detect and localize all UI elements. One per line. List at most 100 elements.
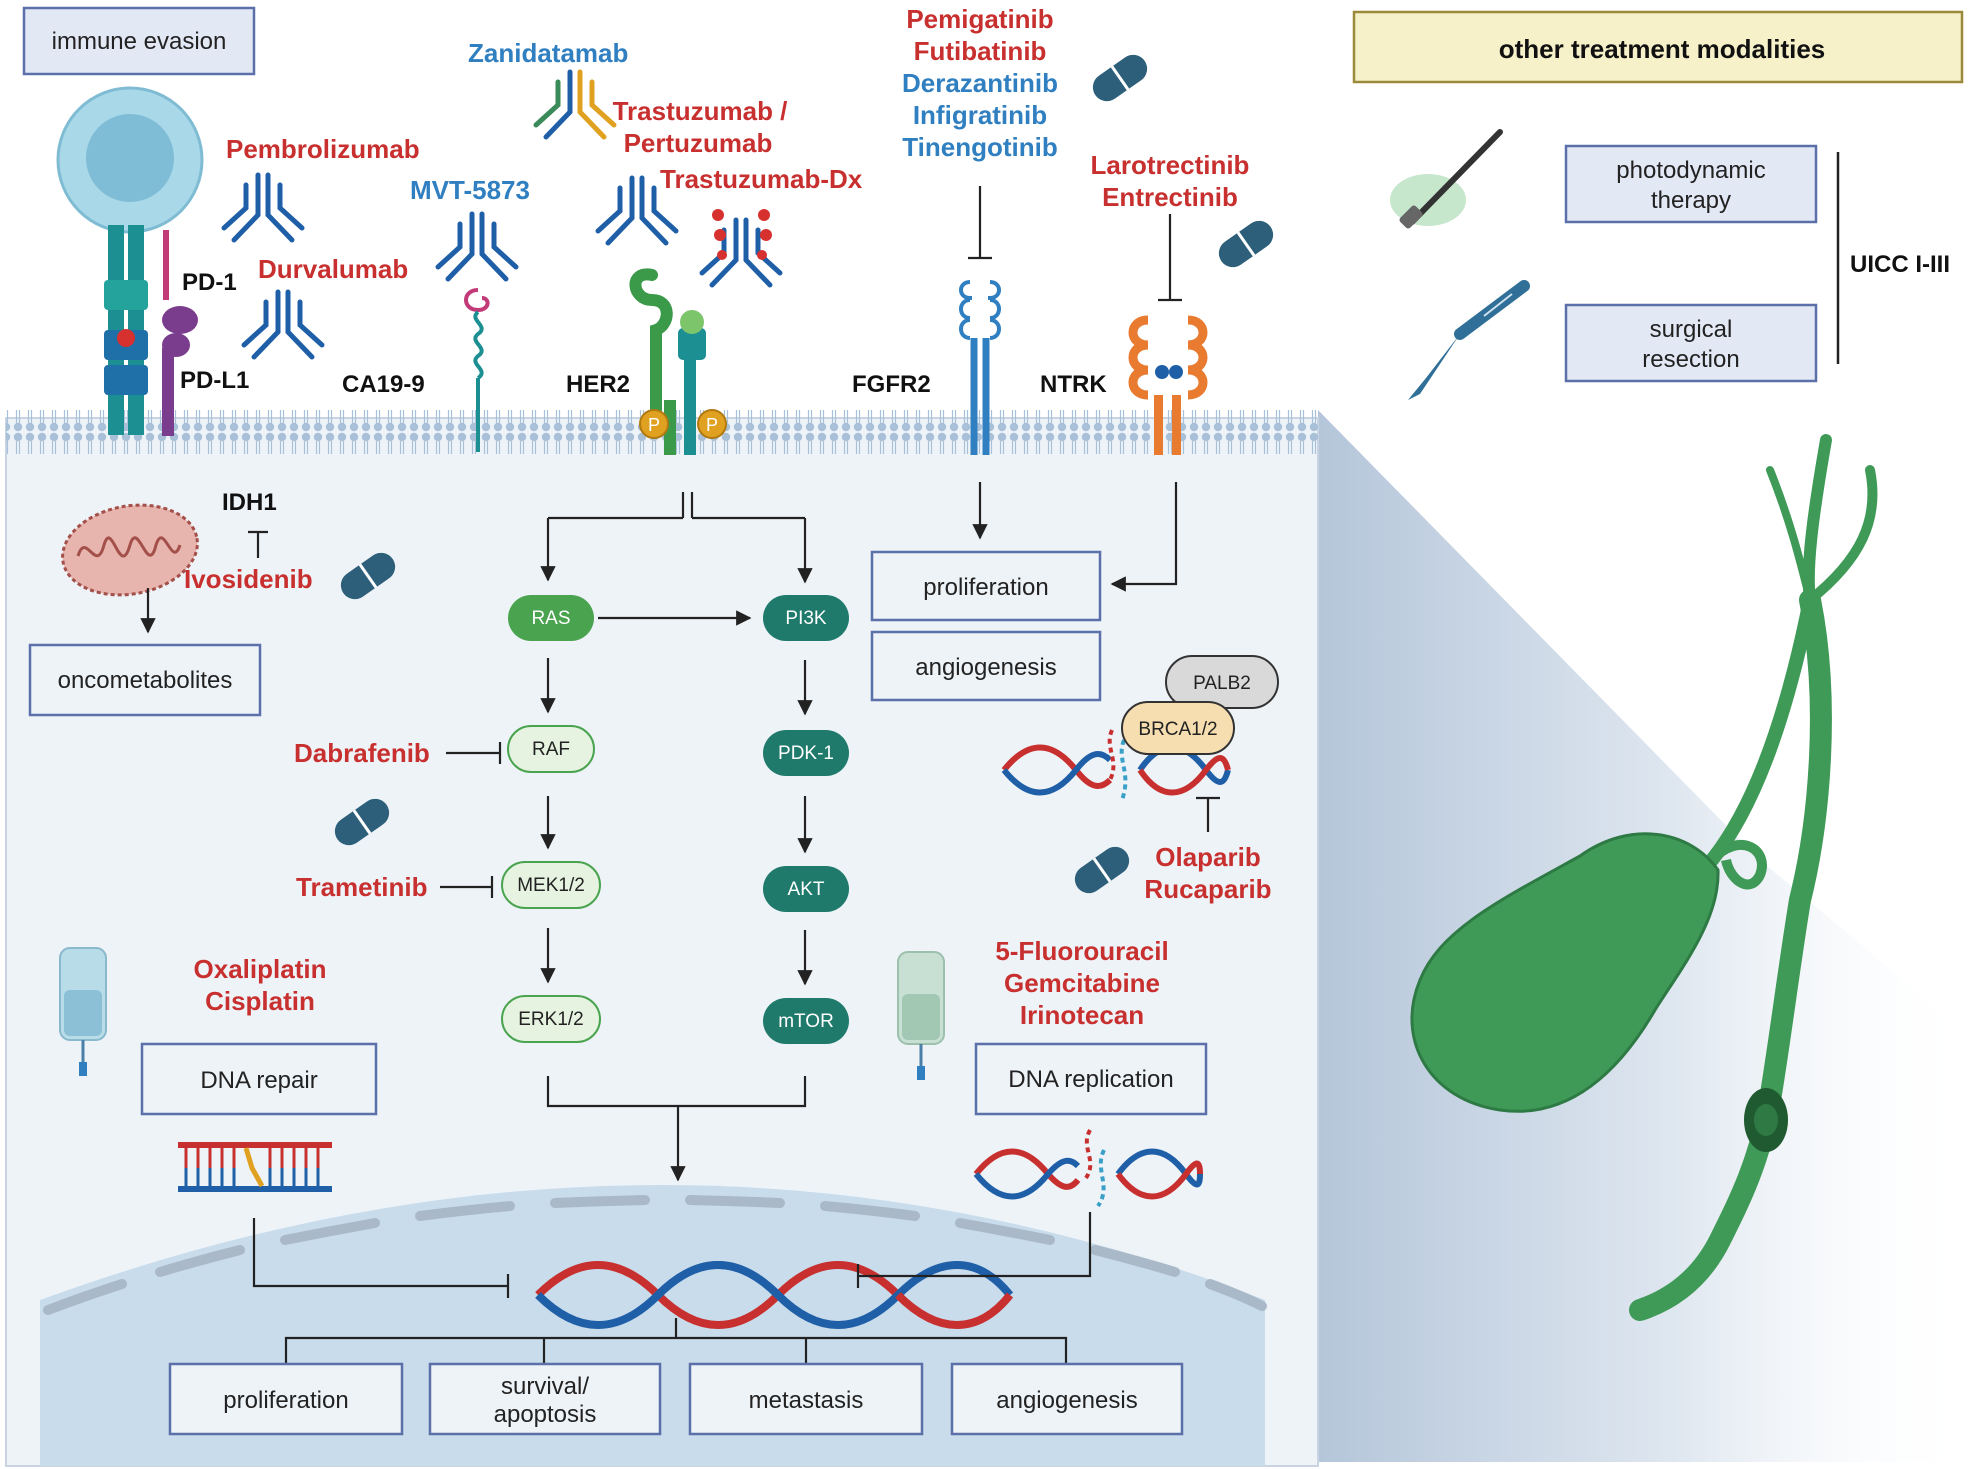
trastuzumab-antibody-icon xyxy=(595,175,679,246)
brca-text: BRCA1/2 xyxy=(1138,719,1217,740)
olaparib-label: Olaparib xyxy=(1155,842,1260,872)
ras-text: RAS xyxy=(531,608,570,629)
her2-signal-connector xyxy=(548,492,805,520)
ivosidenib-label: Ivosidenib xyxy=(184,564,313,594)
pemigatinib-label: Pemigatinib xyxy=(906,4,1053,34)
pill-icon xyxy=(340,552,396,600)
pill-icon xyxy=(334,798,390,846)
ntrk-receptor-icon xyxy=(1128,315,1208,455)
pembrolizumab-antibody-icon xyxy=(221,172,305,243)
oxaliplatin-label: Oxaliplatin xyxy=(194,954,327,984)
ca199-antigen-icon xyxy=(464,288,490,452)
inhibition-lines xyxy=(968,186,1182,302)
oncometabolites-box xyxy=(28,643,262,717)
outcome-angiogenesis-box xyxy=(950,1362,1184,1436)
palb2-text: PALB2 xyxy=(1193,673,1251,694)
surgical-resection-box xyxy=(1564,303,1818,383)
proliferation-top-text: proliferation xyxy=(923,574,1048,601)
gallbladder-icon xyxy=(1410,434,1878,1321)
fluorouracil-label: 5-Fluorouracil xyxy=(995,936,1168,966)
dna-replication-inhibition xyxy=(856,1212,1092,1288)
mitochondrion-icon xyxy=(61,503,199,597)
cisplatin-label: Cisplatin xyxy=(205,986,315,1016)
dna-replication-box xyxy=(974,1042,1208,1116)
mvt5873-label: MVT-5873 xyxy=(410,175,530,205)
pdl1-ligand-icon xyxy=(162,230,198,436)
oncometabolites-text: oncometabolites xyxy=(58,667,233,694)
rucaparib-label: Rucaparib xyxy=(1144,874,1271,904)
immune-evasion-label: immune evasion xyxy=(52,28,227,55)
pdk1-text: PDK-1 xyxy=(778,743,834,764)
ivosidenib-inhibition xyxy=(248,530,268,558)
angiogenesis-top-text: angiogenesis xyxy=(915,654,1056,681)
outcome-proliferation-box xyxy=(168,1362,404,1436)
mtor-node xyxy=(763,998,849,1044)
fgfr2-label: FGFR2 xyxy=(852,371,931,398)
pdl1-label: PD-L1 xyxy=(180,367,249,394)
iv-bag-icon xyxy=(59,947,107,1076)
akt-node xyxy=(763,866,849,912)
other-modalities-title: other treatment modalities xyxy=(1499,34,1826,64)
outcome-proliferation-text: proliferation xyxy=(223,1387,348,1414)
durvalumab-antibody-icon xyxy=(241,289,325,360)
brca-node xyxy=(1121,701,1235,755)
pill-icon xyxy=(1074,846,1130,894)
trastuzumab-pertuzumab-line2: Pertuzumab xyxy=(624,128,773,158)
trametinib-label: Trametinib xyxy=(296,872,427,902)
akt-text: AKT xyxy=(788,879,825,900)
trastuzumab-dx-adc-icon xyxy=(699,209,783,288)
pill-icon xyxy=(1218,220,1274,268)
photodynamic-line2: therapy xyxy=(1651,187,1731,214)
pembrolizumab-label: Pembrolizumab xyxy=(226,134,420,164)
pi3k-text: PI3K xyxy=(785,608,827,629)
scalpel-icon xyxy=(1408,280,1530,400)
angiogenesis-top-box xyxy=(870,630,1102,702)
surgical-line1: surgical xyxy=(1650,316,1733,343)
pdk1-node xyxy=(763,730,849,776)
infigratinib-label: Infigratinib xyxy=(913,100,1047,130)
proliferation-top-box xyxy=(870,550,1102,622)
dna-repair-text: DNA repair xyxy=(200,1067,317,1094)
outcome-survival-line2: apoptosis xyxy=(494,1401,597,1428)
endoscope-icon xyxy=(1390,129,1503,229)
dna-replication-text: DNA replication xyxy=(1008,1066,1173,1093)
pill-icon xyxy=(1092,54,1148,102)
zanidatamab-label: Zanidatamab xyxy=(468,38,628,68)
other-modalities-header xyxy=(1352,10,1964,84)
larotrectinib-label: Larotrectinib xyxy=(1091,150,1250,180)
trastuzumab-pertuzumab-line1: Trastuzumab / xyxy=(613,96,788,126)
zanidatamab-antibody-icon xyxy=(533,69,617,140)
arrow-ntrk-to-proliferation xyxy=(1110,482,1178,592)
pathway-convergence xyxy=(546,1076,807,1108)
t-cell-icon xyxy=(56,86,204,234)
mek-text: MEK1/2 xyxy=(517,875,585,896)
dabrafenib-inhibition xyxy=(446,742,502,764)
uicc-label: UICC I-III xyxy=(1850,251,1950,278)
photodynamic-therapy-box xyxy=(1564,144,1818,224)
raf-text: RAF xyxy=(532,739,570,760)
outcome-connector xyxy=(284,1318,1068,1364)
dna-repair-inhibition xyxy=(252,1218,510,1298)
erk-text: ERK1/2 xyxy=(518,1009,583,1030)
immune-evasion-box xyxy=(22,6,256,76)
ntrk-label: NTRK xyxy=(1040,371,1107,398)
outcome-survival-box xyxy=(428,1362,662,1436)
erk-node xyxy=(501,995,601,1043)
mtor-text: mTOR xyxy=(778,1011,834,1032)
outcome-survival-line1: survival/ xyxy=(501,1373,589,1400)
nuclear-envelope xyxy=(43,1195,1267,1315)
her2-label: HER2 xyxy=(566,371,630,398)
derazantinib-label: Derazantinib xyxy=(902,68,1058,98)
futibatinib-label: Futibatinib xyxy=(914,36,1047,66)
outcome-metastasis-text: metastasis xyxy=(749,1387,864,1414)
mvt5873-antibody-icon xyxy=(435,211,519,282)
tinengotinib-label: Tinengotinib xyxy=(902,132,1058,162)
pi3k-node xyxy=(763,595,849,641)
outcome-metastasis-box xyxy=(688,1362,924,1436)
entrectinib-label: Entrectinib xyxy=(1102,182,1238,212)
trametinib-inhibition xyxy=(440,876,494,898)
pd1-receptor-icon xyxy=(104,225,148,435)
dabrafenib-label: Dabrafenib xyxy=(294,738,430,768)
mek-node xyxy=(501,861,601,909)
